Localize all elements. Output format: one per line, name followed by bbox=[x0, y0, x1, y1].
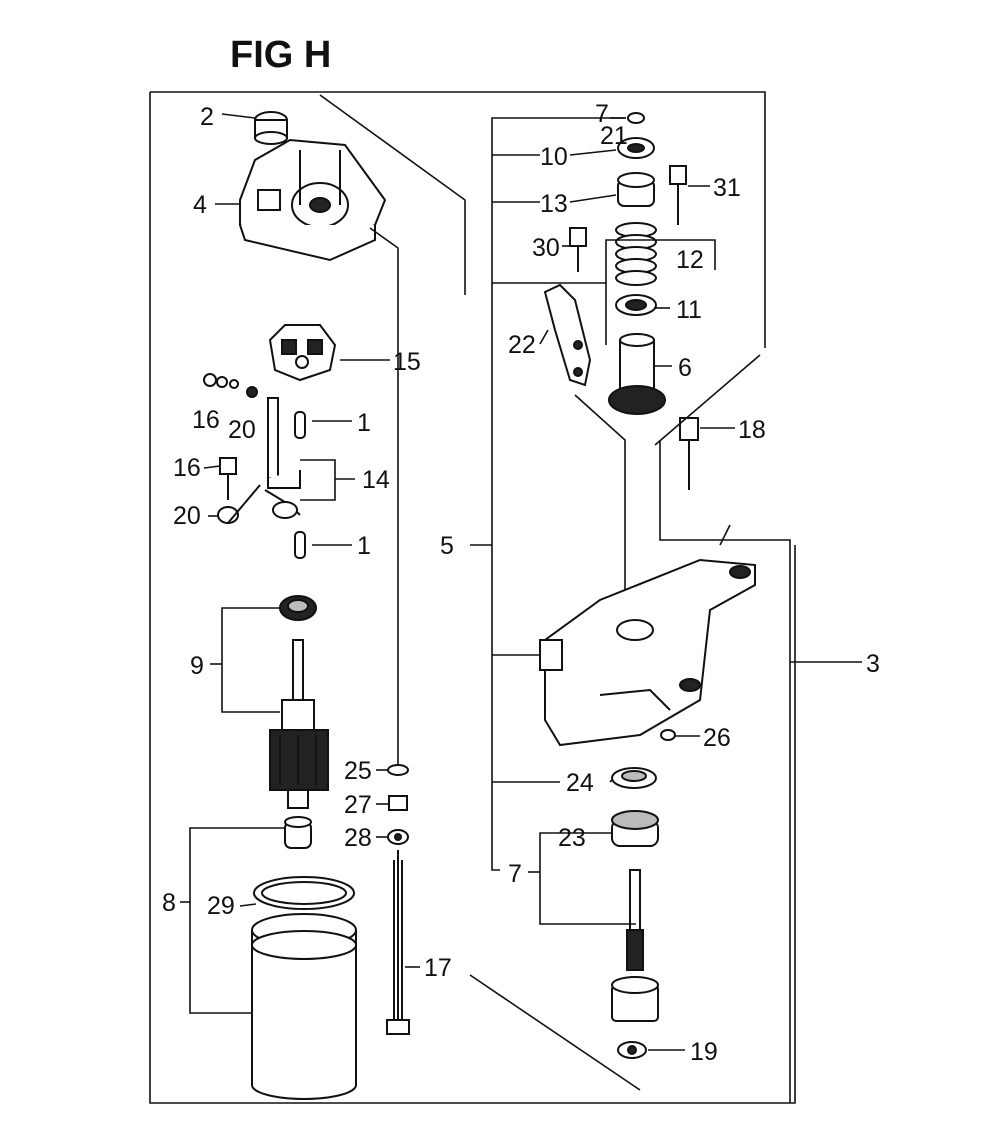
callout-17: 17 bbox=[424, 954, 452, 982]
callout-9: 9 bbox=[190, 652, 204, 680]
callout-19: 19 bbox=[690, 1038, 718, 1066]
callout-27: 27 bbox=[344, 791, 372, 819]
part-26-pin bbox=[660, 729, 676, 741]
part-16-bolt bbox=[219, 457, 237, 500]
part-12-spring bbox=[615, 222, 657, 286]
part-14-terminals bbox=[264, 397, 301, 519]
part-9-armature bbox=[269, 595, 329, 809]
part-7-drive-shaft bbox=[611, 869, 659, 1022]
callout-28: 28 bbox=[344, 824, 372, 852]
callout-11: 11 bbox=[676, 296, 702, 324]
part-4-front-cover bbox=[239, 138, 387, 262]
part-27-nut bbox=[388, 795, 408, 811]
callout-2: 2 bbox=[200, 103, 214, 131]
callout-13: 13 bbox=[540, 190, 568, 218]
callout-14: 14 bbox=[362, 466, 390, 494]
leader-lines bbox=[180, 113, 862, 1103]
part-25-washer bbox=[387, 764, 409, 776]
callout-25: 25 bbox=[344, 757, 372, 785]
part-29-seal-ring bbox=[253, 876, 355, 910]
callout-6: 6 bbox=[678, 354, 692, 382]
part-19-nut bbox=[617, 1041, 647, 1059]
part-20-washer-small bbox=[246, 386, 258, 398]
callout-7-lower: 7 bbox=[508, 860, 522, 888]
part-15-brush-holder bbox=[268, 324, 337, 382]
part-13-collar bbox=[617, 172, 655, 207]
part-1-brush-upper bbox=[294, 411, 306, 439]
diagram-frame bbox=[149, 91, 796, 1104]
part-23-bearing bbox=[611, 810, 659, 847]
callout-15: 15 bbox=[393, 348, 421, 376]
part-20-washer bbox=[217, 484, 261, 524]
callout-8: 8 bbox=[162, 889, 176, 917]
callout-4: 4 bbox=[193, 191, 207, 219]
part-1-brush-lower bbox=[294, 531, 306, 559]
callout-26: 26 bbox=[703, 724, 731, 752]
callout-30: 30 bbox=[532, 234, 560, 262]
callout-18: 18 bbox=[738, 416, 766, 444]
part-11-stopper bbox=[615, 294, 657, 316]
callout-23: 23 bbox=[558, 824, 586, 852]
part-8-yoke-housing bbox=[251, 913, 357, 1100]
callout-1-lower: 1 bbox=[357, 532, 371, 560]
part-2-cap bbox=[254, 111, 288, 145]
part-6-pinion bbox=[608, 333, 666, 415]
callout-10: 10 bbox=[540, 143, 568, 171]
callout-7-upper: 7 bbox=[595, 100, 609, 128]
part-17-through-bolt bbox=[386, 850, 410, 1035]
callout-20-upper: 20 bbox=[228, 416, 256, 444]
callout-24: 24 bbox=[566, 769, 594, 797]
callout-1-upper: 1 bbox=[357, 409, 371, 437]
part-8-cap-small bbox=[284, 816, 312, 849]
callout-22: 22 bbox=[508, 331, 536, 359]
part-30-screw bbox=[569, 227, 587, 272]
part-28-washer bbox=[387, 829, 409, 845]
callout-31: 31 bbox=[713, 174, 741, 202]
part-31-screw bbox=[669, 165, 687, 225]
callout-labels: 2 4 15 16 20 1 14 16 20 1 9 8 29 25 27 2… bbox=[162, 100, 880, 1066]
callout-21: 21 bbox=[600, 122, 628, 150]
figure-title: FIG H bbox=[230, 34, 331, 76]
part-7-retainer-top bbox=[627, 112, 645, 124]
part-16-screw-small bbox=[203, 373, 239, 389]
callout-20-lower: 20 bbox=[173, 502, 201, 530]
callout-29: 29 bbox=[207, 892, 235, 920]
part-24-washer bbox=[611, 767, 657, 789]
part-3-drive-housing bbox=[539, 558, 756, 747]
callout-3: 3 bbox=[866, 650, 880, 678]
callout-16-lower: 16 bbox=[173, 454, 201, 482]
part-18-bolt bbox=[679, 417, 699, 490]
callout-5: 5 bbox=[440, 532, 454, 560]
part-22-shift-lever bbox=[543, 283, 592, 387]
part-21-ring bbox=[617, 137, 655, 159]
callout-16-upper: 16 bbox=[192, 406, 220, 434]
callout-12: 12 bbox=[676, 246, 704, 274]
